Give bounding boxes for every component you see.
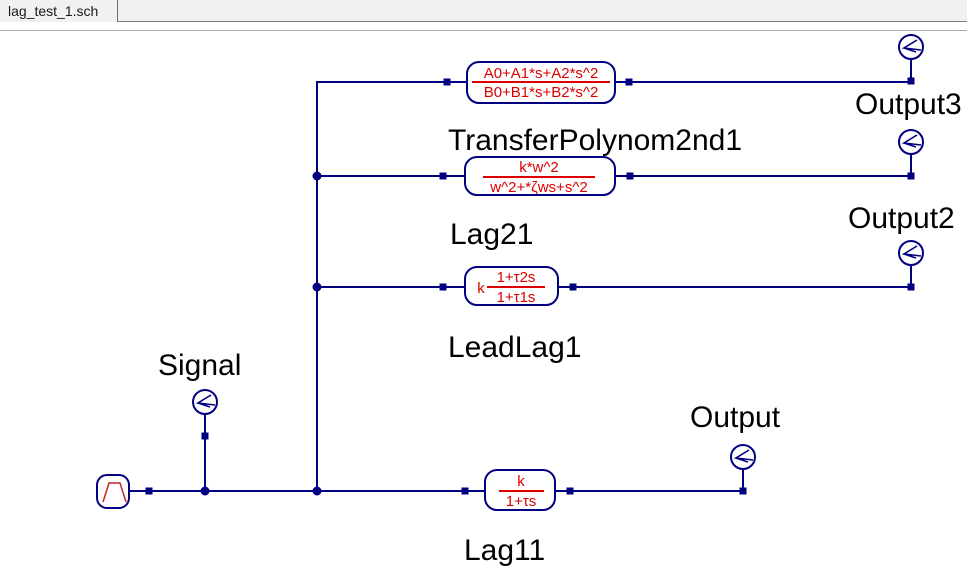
label-signal[interactable]: Signal xyxy=(158,349,241,382)
block-denominator: 1+τs xyxy=(506,493,537,510)
voltmeter-probe-icon-row3[interactable] xyxy=(898,240,924,292)
label-lag11[interactable]: Lag11 xyxy=(464,534,545,567)
block-lag21[interactable]: k*w^2 w^2+*ζws+s^2 xyxy=(464,156,616,196)
block-denominator: 1+τ1s xyxy=(497,289,536,306)
block-numerator: A0+A1*s+A2*s^2 xyxy=(484,65,599,82)
label-lag21[interactable]: Lag21 xyxy=(450,218,533,251)
voltmeter-probe-icon-row1[interactable] xyxy=(898,34,924,86)
junction-dot xyxy=(312,486,322,496)
block-numerator: 1+τ2s xyxy=(497,269,536,286)
block-denominator: w^2+*ζws+s^2 xyxy=(489,179,587,196)
block-leadlag1[interactable]: k 1+τ2s 1+τ1s xyxy=(464,266,559,306)
block-numerator: k xyxy=(517,473,525,490)
trapezoid-pulse-source-icon xyxy=(102,482,127,503)
tab-bar: lag_test_1.sch xyxy=(0,0,967,22)
tab-title: lag_test_1.sch xyxy=(8,3,99,19)
block-denominator: B0+B1*s+B2*s^2 xyxy=(484,84,599,101)
junction-dot xyxy=(200,486,210,496)
tab-schematic[interactable]: lag_test_1.sch xyxy=(0,0,118,22)
block-gain: k xyxy=(477,280,485,297)
label-leadlag1[interactable]: LeadLag1 xyxy=(448,331,581,364)
block-lag11[interactable]: k 1+τs xyxy=(484,469,556,511)
trapezoid-pulse-source[interactable] xyxy=(96,474,146,509)
port-nodes xyxy=(145,78,634,495)
label-output3[interactable]: Output3 xyxy=(855,88,962,121)
block-numerator: k*w^2 xyxy=(519,159,559,176)
label-output2[interactable]: Output2 xyxy=(848,202,955,235)
canvas-separator xyxy=(0,30,967,31)
block-transferpolynom2nd1[interactable]: A0+A1*s+A2*s^2 B0+B1*s+B2*s^2 xyxy=(466,61,616,104)
voltmeter-probe-icon-row2[interactable] xyxy=(898,129,924,181)
label-transferpolynom2nd1[interactable]: TransferPolynom2nd1 xyxy=(448,124,742,157)
junction-dot xyxy=(312,171,322,181)
junction-dot xyxy=(312,282,322,292)
voltmeter-probe-icon-row4[interactable] xyxy=(730,444,756,496)
label-output[interactable]: Output xyxy=(690,401,781,434)
schematic-canvas[interactable]: A0+A1*s+A2*s^2 B0+B1*s+B2*s^2 k*w^2 w^2+… xyxy=(0,31,967,581)
voltmeter-probe-icon-signal[interactable] xyxy=(192,389,218,441)
